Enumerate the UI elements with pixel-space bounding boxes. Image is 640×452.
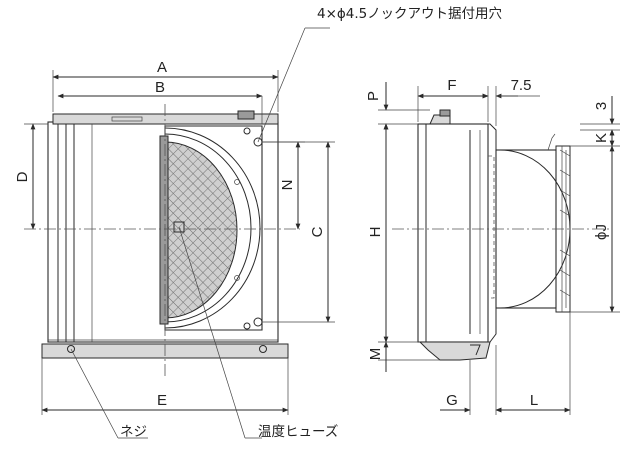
dim-label-F: F xyxy=(447,77,456,94)
dim-label-D: D xyxy=(14,171,31,182)
dim-label-N: N xyxy=(279,180,296,191)
top-rail xyxy=(52,113,279,125)
damper-blade xyxy=(159,135,169,325)
dim-label-phiJ: ϕJ xyxy=(593,224,610,240)
dim-label-L: L xyxy=(530,392,538,409)
damper-outer-ring xyxy=(164,127,261,329)
dim-label-P: P xyxy=(365,91,382,101)
callout-screw: ネジ xyxy=(120,424,147,440)
side-dimensions xyxy=(378,82,620,415)
side-housing xyxy=(417,123,489,343)
dim-label-G: G xyxy=(446,392,458,409)
callout-thermal-fuse: 温度ヒューズ xyxy=(258,424,338,440)
thermal-fuse xyxy=(173,221,185,233)
callout-mount-holes: 4×ϕ4.5ノックアウト据付用穴 xyxy=(317,6,502,22)
side-view xyxy=(392,109,612,361)
dim-label-H: H xyxy=(367,227,384,238)
dim-label-A: A xyxy=(157,59,167,76)
screw-right xyxy=(259,345,267,353)
dim-label-E: E xyxy=(157,392,167,409)
screw-left xyxy=(67,345,75,353)
dim-label-3: 3 xyxy=(593,102,610,110)
dim-label-K: K xyxy=(593,133,610,143)
front-view xyxy=(24,104,300,376)
dim-label-7-5: 7.5 xyxy=(511,77,532,94)
dim-label-C: C xyxy=(309,226,326,237)
dim-label-M: M xyxy=(367,348,384,361)
damper-mesh xyxy=(164,141,238,319)
front-dimensions xyxy=(24,27,335,439)
dim-label-B: B xyxy=(155,79,165,96)
